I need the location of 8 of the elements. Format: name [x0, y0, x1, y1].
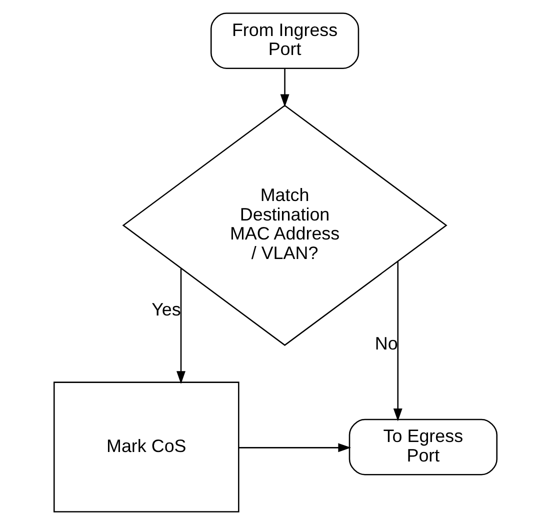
- arrow: [392, 261, 402, 422]
- node-box: From Ingress Port: [210, 12, 359, 69]
- arrow: [280, 68, 289, 108]
- edge-label: Yes: [151, 299, 180, 320]
- node-box: To Egress Port: [348, 418, 498, 476]
- arrow: [176, 268, 185, 384]
- arrow: [238, 443, 351, 452]
- node-box: Mark CoS: [52, 382, 239, 512]
